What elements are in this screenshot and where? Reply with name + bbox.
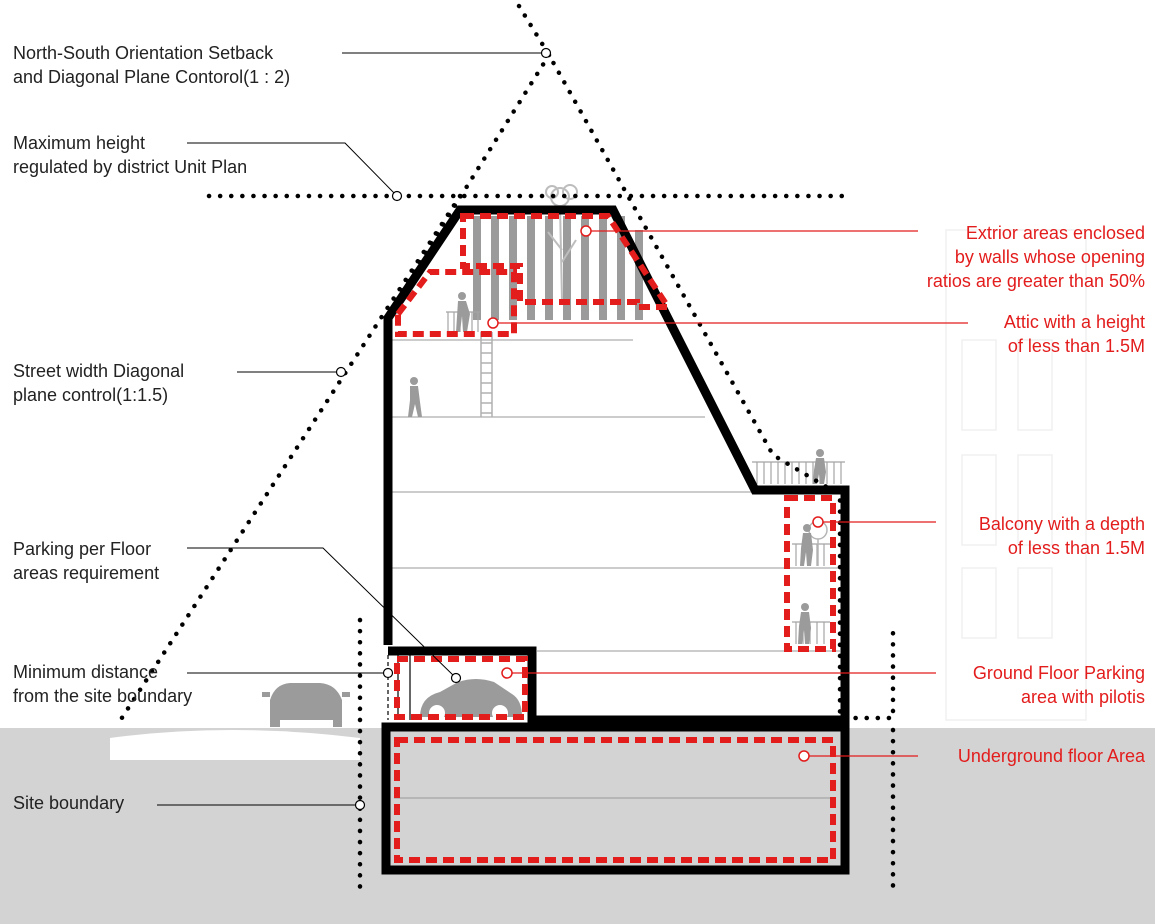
north-south-setback-line bbox=[516, 3, 896, 721]
neighbor-building bbox=[945, 229, 1087, 721]
highlight-areas bbox=[394, 213, 836, 863]
leader-anchors-left bbox=[335, 47, 552, 811]
person-icon bbox=[408, 292, 826, 644]
exterior-area-outline bbox=[460, 213, 674, 310]
building-wall bbox=[383, 205, 850, 725]
label-underground: Underground floor Area bbox=[957, 746, 1145, 766]
leaders-left bbox=[157, 52, 549, 806]
label-attic: Attic with a height of less than 1.5M bbox=[1003, 312, 1145, 356]
basement-wall bbox=[381, 722, 850, 875]
leaders-right bbox=[493, 230, 968, 757]
label-min-distance: Minimum distance from the site boundary bbox=[13, 662, 193, 706]
label-street-width: Street width Diagonal plane control(1:1.… bbox=[13, 361, 185, 405]
label-ground-parking: Ground Floor Parking area with pilotis bbox=[972, 663, 1145, 707]
label-max-height: Maximum height regulated by district Uni… bbox=[13, 133, 248, 177]
label-site-boundary: Site boundary bbox=[13, 793, 125, 813]
label-parking-floor: Parking per Floor areas requirement bbox=[13, 539, 160, 583]
street-mound bbox=[110, 730, 360, 760]
attic-outline bbox=[395, 269, 517, 337]
balcony-outline bbox=[784, 495, 836, 652]
ground-parking-outline bbox=[394, 656, 528, 720]
ladder-icon bbox=[480, 332, 493, 417]
leader-anchors-right bbox=[487, 225, 824, 762]
label-balcony: Balcony with a depth of less than 1.5M bbox=[978, 514, 1145, 558]
label-exterior-areas: Extrior areas enclosed by walls whose op… bbox=[926, 223, 1145, 291]
ground bbox=[0, 728, 1155, 924]
label-setback: North-South Orientation Setback and Diag… bbox=[13, 43, 291, 87]
north-south-diagonal-left bbox=[393, 52, 552, 303]
underground-outline bbox=[394, 737, 836, 863]
